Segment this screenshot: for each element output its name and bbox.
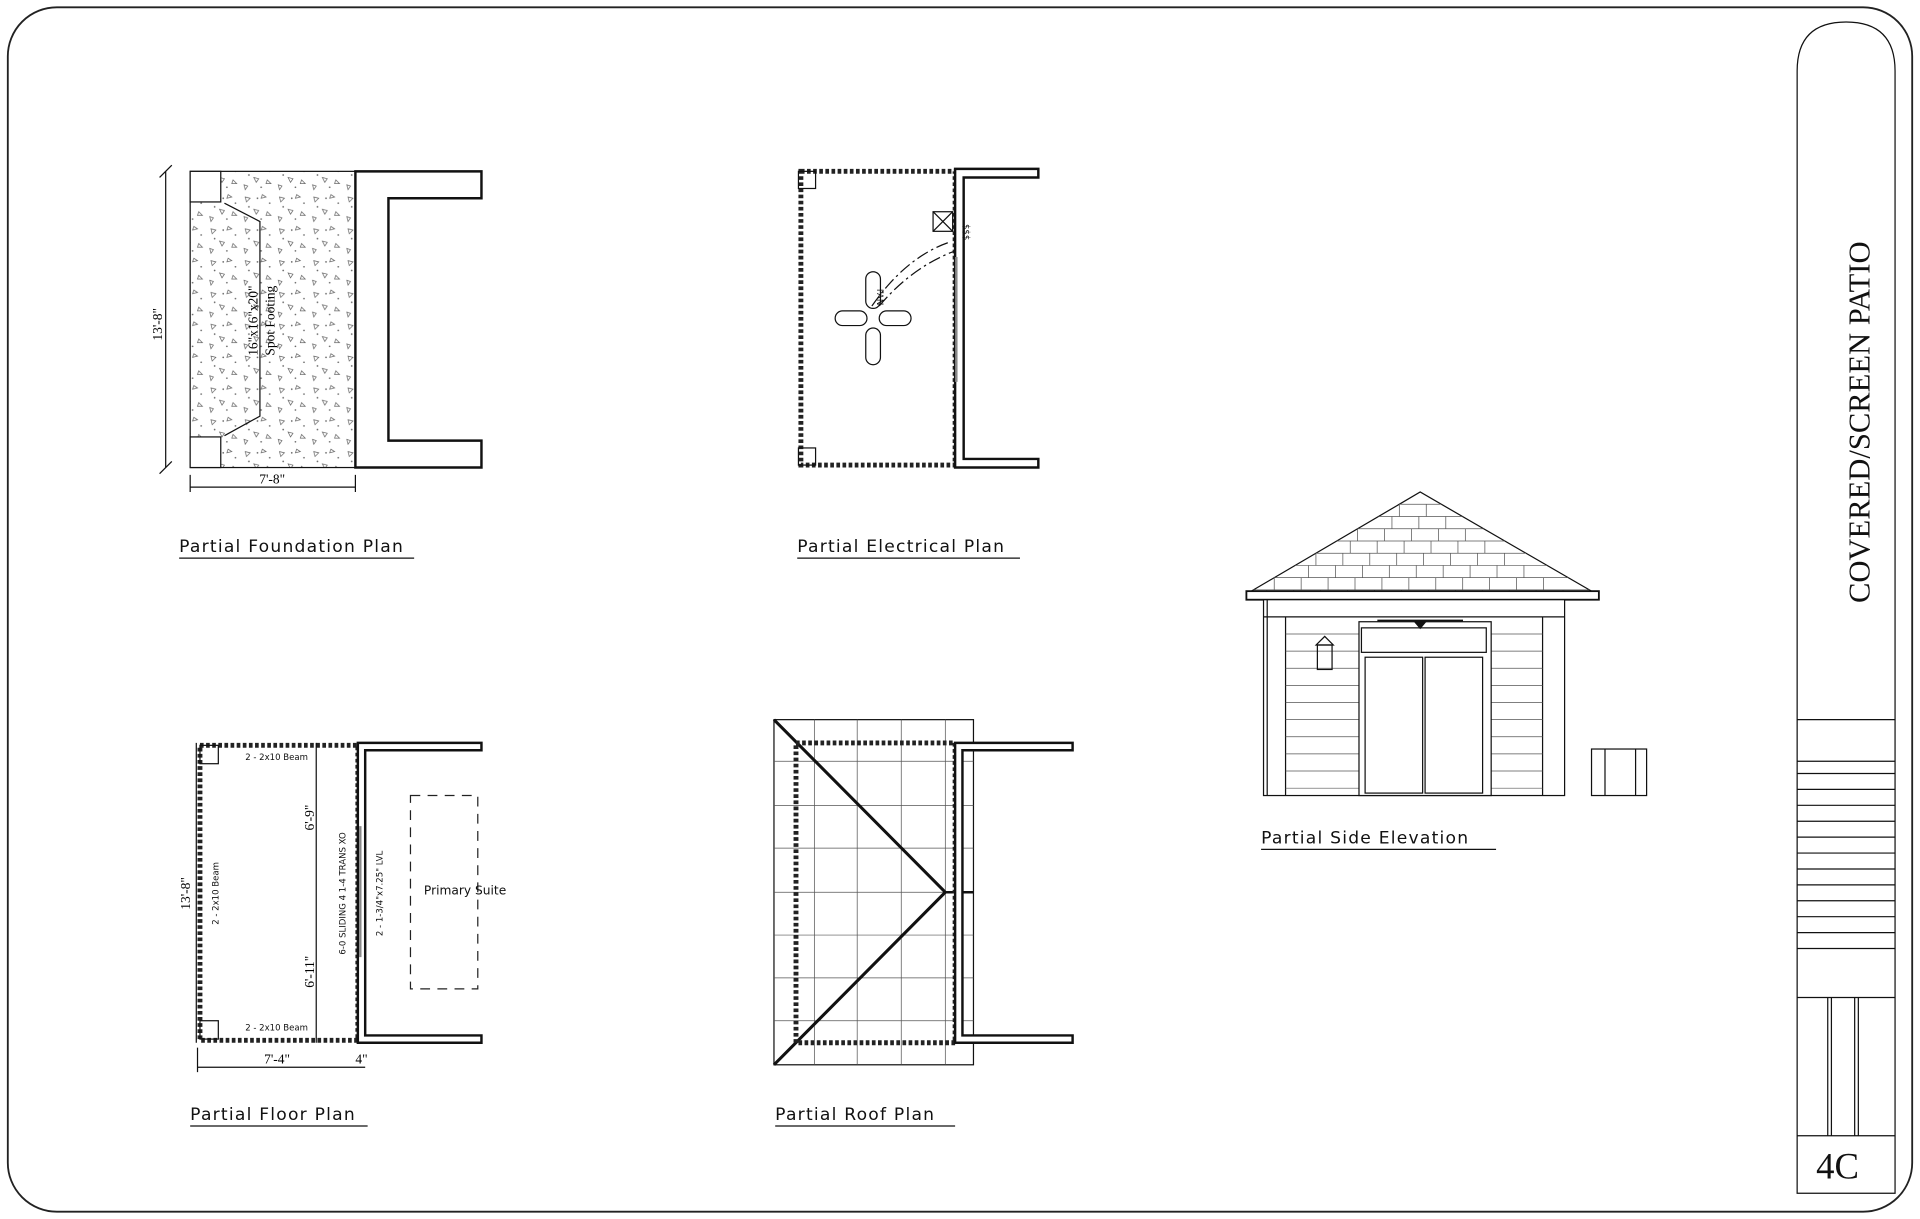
concrete-slab (189, 170, 357, 469)
spot-footing (189, 170, 222, 203)
existing-wall (953, 167, 1040, 469)
junction-box-icon (932, 211, 954, 232)
transom-window (1360, 627, 1487, 653)
beam-note-top: 2 - 2x10 Beam (245, 753, 308, 763)
switch-tag: $$$ (961, 224, 971, 240)
beam-note-side: 2 - 2x10 Beam (211, 862, 221, 925)
hip-roof (1249, 491, 1594, 592)
fan-tag: FAN (874, 289, 884, 305)
beam-outline (793, 740, 958, 1046)
dim-wall: 4" (355, 1052, 367, 1067)
spot-footing (189, 436, 222, 469)
foundation-plan: 13'-8" 7'-8" 16"x16"x20" Spot Footing Pa… (150, 164, 483, 559)
ceiling-fan-icon (834, 271, 912, 366)
leader-line (224, 202, 261, 437)
room-label: Primary Suite (424, 884, 506, 898)
header-note: 2 - 1-3/4"x7.25" LVL (375, 851, 385, 937)
electrical-plan: $$$ FAN Partial Electrical Plan (797, 167, 1040, 559)
beam-outline (798, 168, 958, 468)
electrical-plan-label: Partial Electrical Plan (797, 537, 1005, 557)
dim-height: 13'-8" (178, 877, 193, 910)
dim-width: 7'-4" (264, 1052, 290, 1067)
existing-wall (953, 741, 1074, 1044)
dim-upper: 6'-9" (302, 805, 317, 831)
roof-plan-label: Partial Roof Plan (775, 1105, 935, 1125)
beam-outline (197, 742, 361, 1043)
sheet-border (6, 6, 1914, 1213)
dim-lower: 6'-11" (302, 956, 317, 988)
ac-unit (1590, 748, 1648, 797)
wall-lantern-icon (1314, 635, 1335, 671)
room-outline (409, 794, 479, 990)
existing-wall (356, 741, 483, 1044)
sheet-title: COVERED/SCREEN PATIO (1842, 241, 1876, 603)
fascia (1245, 590, 1600, 601)
switch-leg-line (871, 241, 950, 307)
sliding-door-right (1424, 656, 1484, 794)
side-elevation: Partial Side Elevation (1245, 491, 1648, 850)
existing-wall (354, 170, 483, 469)
footing-type-note: Spot Footing (263, 285, 278, 355)
ceiling-fan-icon (1377, 619, 1464, 630)
roof-plan: Partial Roof Plan (772, 718, 1074, 1127)
floor-plan-label: Partial Floor Plan (190, 1105, 356, 1125)
beam-note-bottom: 2 - 2x10 Beam (245, 1024, 308, 1034)
footing-size-note: 16"x16"x20" (245, 286, 260, 356)
dim-height: 13'-8" (150, 308, 165, 341)
dim-width: 7'-8" (259, 471, 285, 486)
sheet-number: 4C (1816, 1146, 1859, 1187)
sliding-door-left (1364, 656, 1424, 794)
door-note: 6-0 SLIDING 4 1-4 TRANS XO (339, 832, 349, 955)
title-block: COVERED/SCREEN PATIO 4C (1796, 21, 1896, 1194)
side-elevation-label: Partial Side Elevation (1261, 828, 1469, 848)
floor-plan: Primary Suite 2 - 2x10 Beam 2 - 2x10 Bea… (178, 741, 506, 1127)
foundation-plan-label: Partial Foundation Plan (179, 537, 404, 557)
